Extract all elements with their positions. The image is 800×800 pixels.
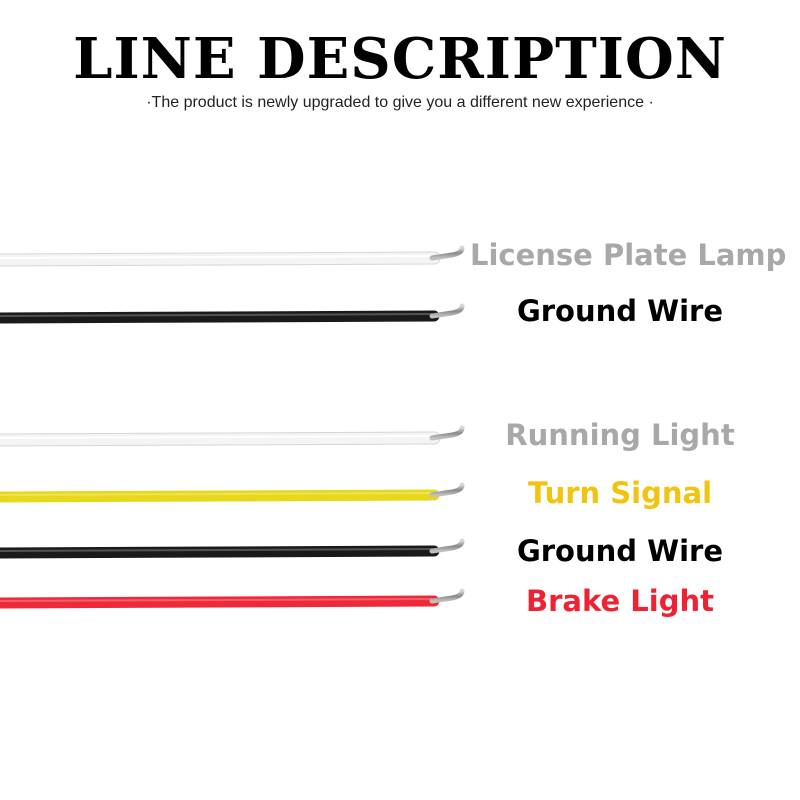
wire-tip-ground-wire-2 (429, 538, 465, 554)
wire-ground-wire (0, 303, 465, 324)
wire-label-running-light: Running Light (505, 418, 735, 452)
page-title: LINE DESCRIPTION (73, 26, 727, 92)
wire-label-ground-wire: Ground Wire (516, 294, 724, 328)
wire-license-plate-lamp (0, 245, 465, 267)
wire-tip-brake-light (429, 588, 465, 604)
wire-brake-light (0, 588, 465, 609)
wire-running-light (0, 425, 465, 447)
wire-label-brake-light: Brake Light (526, 584, 714, 618)
wire-label-license-plate-lamp: License Plate Lamp (470, 238, 787, 272)
wire-label-ground-wire-2: Ground Wire (516, 534, 724, 568)
page-subtitle: ·The product is newly upgraded to give y… (146, 94, 654, 111)
wire-tip-ground-wire (429, 303, 465, 319)
wire-ground-wire-2 (0, 538, 465, 559)
wire-tip-turn-signal (429, 482, 465, 498)
wire-turn-signal (0, 482, 465, 503)
wire-label-turn-signal: Turn Signal (527, 476, 713, 510)
wire-tip-running-light (429, 425, 465, 441)
wire-tip-license-plate-lamp (429, 245, 465, 261)
